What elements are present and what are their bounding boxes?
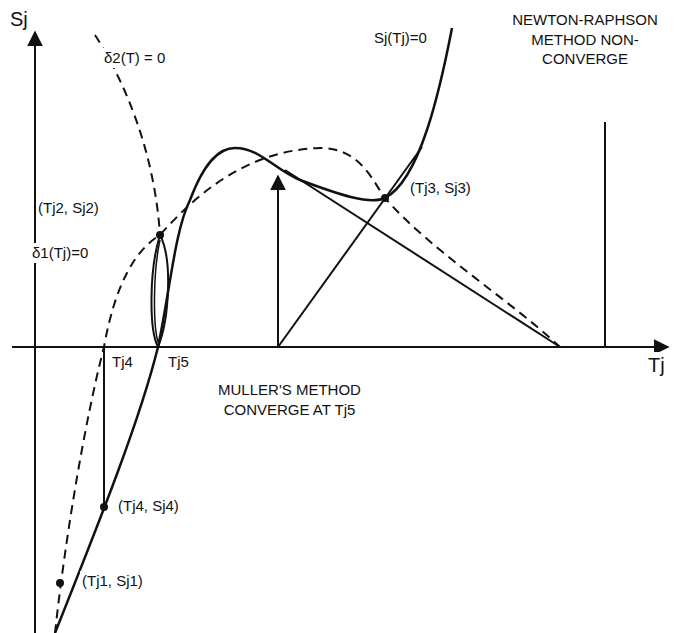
iteration-loop <box>151 235 168 347</box>
curve-label: δ2(T) = 0 <box>102 48 167 68</box>
point-label: (Tj3, Sj3) <box>408 178 473 198</box>
tangent-line <box>278 147 422 347</box>
axis-label: Tj <box>646 352 667 378</box>
method-note: NEWTON-RAPHSON METHOD NON-CONVERGE <box>498 10 672 69</box>
horizontal-axis <box>12 346 668 348</box>
iteration-arrow <box>277 176 279 347</box>
iteration-loop <box>154 240 160 342</box>
method-note: MULLER'S METHOD CONVERGE AT Tj5 <box>200 380 379 419</box>
root-label: Tj4 <box>110 352 135 372</box>
drop-line <box>103 347 105 507</box>
point-dot <box>100 503 108 511</box>
point-label: (Tj2, Sj2) <box>36 198 101 218</box>
point-dot <box>156 231 164 239</box>
solid-curve <box>55 28 452 633</box>
point-dot <box>56 579 64 587</box>
curve-label: Sj(Tj)=0 <box>372 28 429 48</box>
dashed-curve <box>55 148 560 633</box>
vertical-axis <box>34 32 36 633</box>
curve-label: δ1(Tj)=0 <box>30 243 90 263</box>
root-label: Tj5 <box>166 352 191 372</box>
axis-label: Sj <box>8 6 30 32</box>
boundary-line <box>604 122 606 347</box>
point-label: (Tj1, Sj1) <box>80 571 145 591</box>
tangent-line <box>285 170 560 347</box>
point-dot <box>381 194 389 202</box>
point-label: (Tj4, Sj4) <box>116 496 181 516</box>
